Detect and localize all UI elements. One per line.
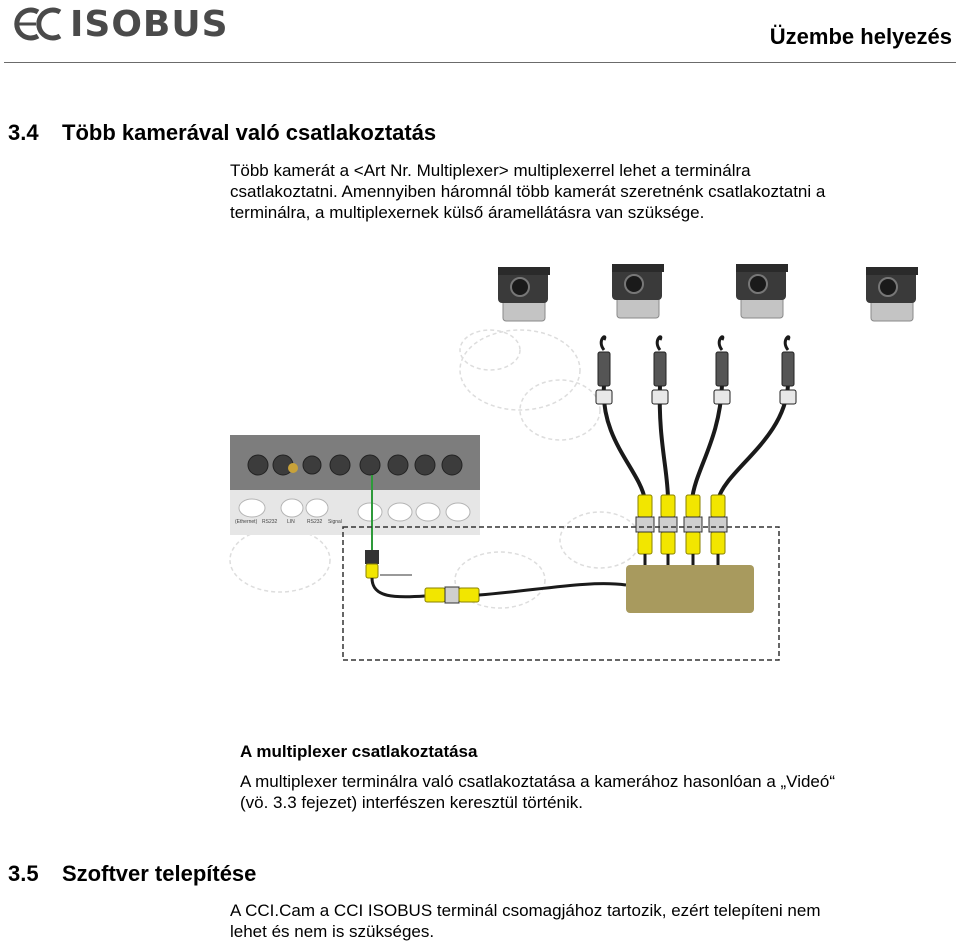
port-label: (Ethernet) (235, 519, 258, 525)
page-header-title: Üzembe helyezés (769, 24, 952, 49)
multiplexer-cable (478, 582, 627, 597)
cci-logo-icon (14, 7, 62, 41)
multiplexer-box (626, 565, 754, 613)
multiplexer-cable (370, 577, 426, 599)
paragraph-line: A CCI.Cam a CCI ISOBUS terminál csomagjá… (230, 901, 821, 920)
section-3-4-number: 3.4 (8, 120, 39, 145)
section-3-5-title: Szoftver telepítése (62, 861, 257, 886)
inline-connector (424, 586, 480, 604)
section-3-4-title: Több kamerával való csatlakoztatás (62, 120, 437, 145)
multiplexer-connection-figure: (Ethernet) RS232 LIN RS232 Signal (229, 264, 918, 661)
port-label: RS232 (307, 519, 323, 525)
camera-icon (498, 267, 550, 322)
camera-icon (736, 264, 788, 319)
logo-text: ISOBUS (70, 4, 229, 45)
paragraph-line: lehet és nem is szükséges. (230, 922, 435, 941)
port-label: LIN (287, 519, 295, 525)
paragraph-line: Több kamerát a <Art Nr. Multiplexer> mul… (230, 161, 751, 180)
camera-cables (595, 335, 797, 568)
header-divider (4, 62, 956, 63)
section-3-4-paragraph: Több kamerát a <Art Nr. Multiplexer> mul… (230, 160, 950, 223)
port-label: Signal (328, 519, 342, 525)
camera-icon (866, 267, 918, 322)
multiplexer-heading: A multiplexer csatlakoztatása (240, 742, 478, 761)
paragraph-line: terminálra, a multiplexernek külső árame… (230, 203, 705, 222)
camera-icon (612, 264, 664, 319)
terminal-plug (365, 550, 379, 579)
port-label: RS232 (262, 519, 278, 525)
multiplexer-paragraph: A multiplexer terminálra való csatlakozt… (240, 771, 950, 813)
paragraph-line: A multiplexer terminálra való csatlakozt… (240, 772, 835, 791)
multiplexer-area-outline (342, 526, 780, 661)
cci-isobus-logo: ISOBUS (12, 4, 228, 49)
section-3-5-paragraph: A CCI.Cam a CCI ISOBUS terminál csomagjá… (230, 900, 950, 942)
terminal-connector-panel: (Ethernet) RS232 LIN RS232 Signal (230, 435, 480, 535)
paragraph-line: (vö. 3.3 fejezet) interfészen keresztül … (240, 793, 583, 812)
paragraph-line: csatlakoztatni. Amennyiben háromnál több… (230, 182, 826, 201)
section-3-5-number: 3.5 (8, 861, 39, 886)
